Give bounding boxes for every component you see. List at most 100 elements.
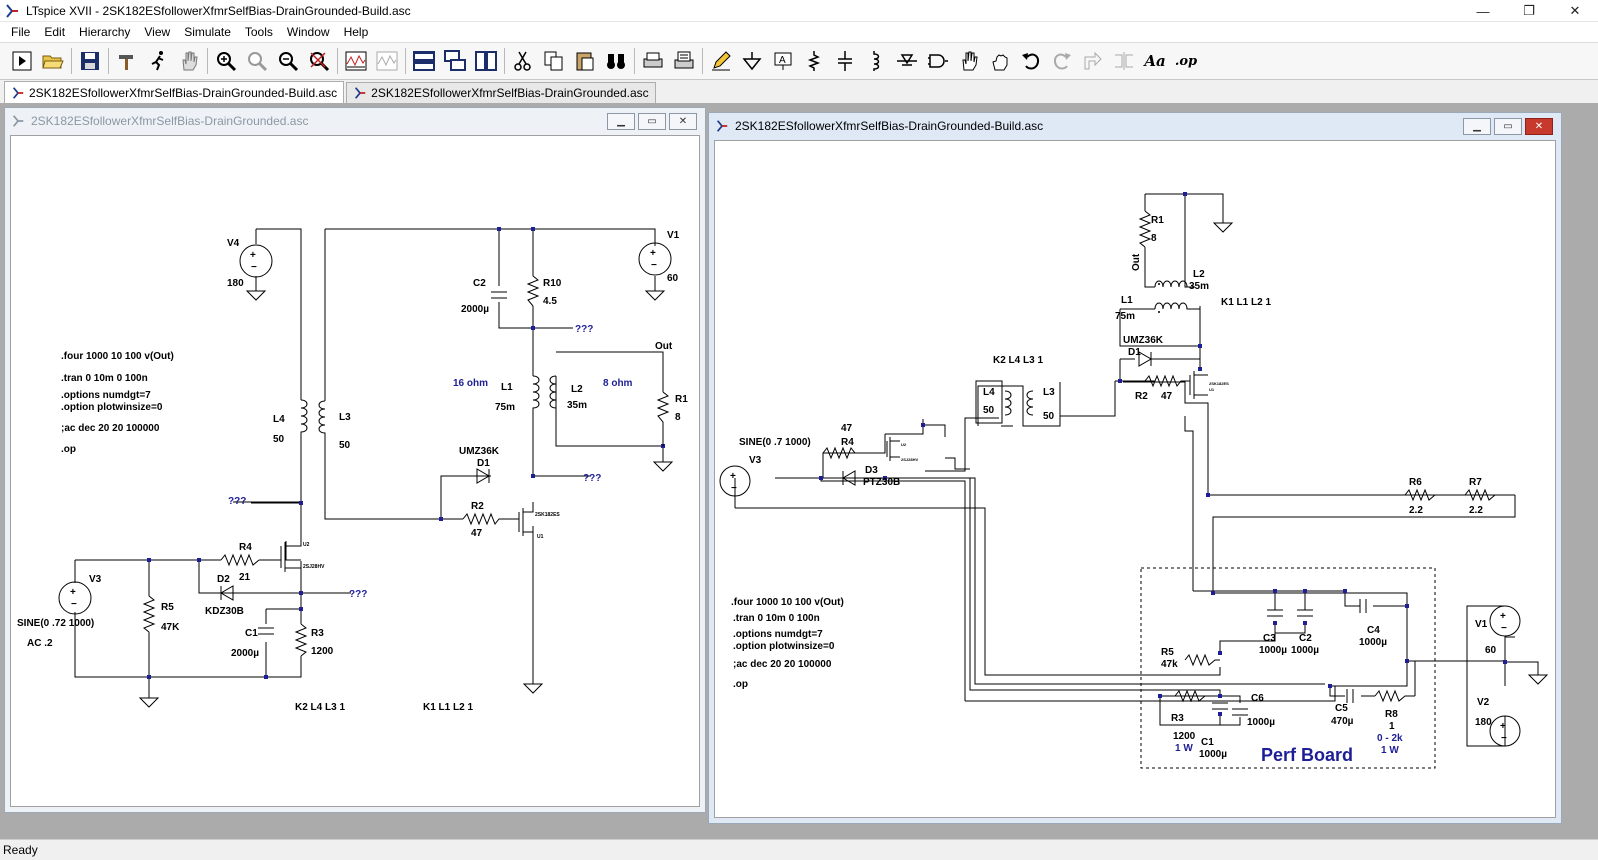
schematic-window-right[interactable]: 2SK182ESfollowerXfmrSelfBias-DrainGround… [708, 112, 1562, 824]
inductor-l1[interactable]: L1 75m [1115, 295, 1200, 322]
schematic-drawing-right[interactable]: R1 8 Out L2 35m L1 75m [715, 141, 1557, 819]
inductor-l2[interactable]: L2 35m [549, 375, 587, 411]
diode-d1[interactable]: UMZ36K D1 [459, 446, 500, 484]
resistor-r2[interactable]: R2 47 [1135, 374, 1190, 402]
diode-d2[interactable]: D2 KDZ30B [205, 574, 244, 617]
zoom-out-button[interactable] [274, 47, 302, 75]
tab-build-schematic[interactable]: 2SK182ESfollowerXfmrSelfBias-DrainGround… [4, 81, 345, 103]
capacitor-c1[interactable]: C1 1000µ [1199, 702, 1228, 760]
schematic-canvas[interactable]: R1 8 Out L2 35m L1 75m [714, 140, 1556, 818]
spice-directives[interactable]: .four 1000 10 100 v(Out) .tran 0 10m 0 1… [61, 351, 174, 455]
open-button[interactable] [39, 47, 67, 75]
halt-button[interactable] [175, 47, 203, 75]
capacitor-c3[interactable]: C3 1000µ [1259, 609, 1287, 656]
schematic-window-left[interactable]: 2SK182ESfollowerXfmrSelfBias-DrainGround… [4, 107, 706, 813]
capacitor-c6[interactable]: C6 1000µ [1232, 693, 1275, 728]
mdi-title-bar[interactable]: 2SK182ESfollowerXfmrSelfBias-DrainGround… [5, 108, 705, 134]
schematic-canvas[interactable]: +− V4 180 +− V1 60 +− V3 SINE(0 .72 1000 [10, 135, 700, 807]
voltage-source-v3[interactable]: +− SINE(0 .7 1000) V3 [719, 437, 811, 497]
capacitor-c1[interactable]: C1 2000µ [231, 627, 274, 659]
capacitor-c5[interactable]: C5 470µ [1331, 689, 1354, 727]
resistor-r1[interactable]: R1 8 [652, 391, 688, 472]
mdi-minimize-button[interactable]: ▁ [1463, 118, 1491, 135]
inductor-l3[interactable]: L3 50 [318, 400, 351, 451]
rotate-button[interactable] [1079, 47, 1107, 75]
tab-original-schematic[interactable]: 2SK182ESfollowerXfmrSelfBias-DrainGround… [346, 82, 656, 103]
mdi-title-bar[interactable]: 2SK182ESfollowerXfmrSelfBias-DrainGround… [709, 113, 1561, 139]
resistor-r1[interactable]: R1 8 Out [1131, 210, 1164, 271]
save-button[interactable] [76, 47, 104, 75]
mdi-maximize-button[interactable]: ▭ [638, 113, 666, 130]
zoom-fit-button[interactable] [305, 47, 333, 75]
ground-button[interactable] [738, 47, 766, 75]
resistor-r10[interactable]: R10 4.5 [526, 275, 562, 307]
capacitor-c2[interactable]: C2 2000µ [461, 278, 507, 315]
voltage-source-v2[interactable]: +− V2 180 [1475, 697, 1521, 747]
waveform-alt-button[interactable] [373, 47, 401, 75]
mirror-button[interactable] [1110, 47, 1138, 75]
resistor-r8[interactable]: R8 1 0 - 2k 1 W [1374, 689, 1415, 756]
copy-button[interactable] [540, 47, 568, 75]
inductor-l1[interactable]: L1 75m [495, 375, 540, 413]
voltage-source-v4[interactable]: +− V4 180 [227, 238, 273, 301]
jfet-u2[interactable]: U2 2SJ28HV [886, 437, 918, 462]
cascade-button[interactable] [441, 47, 469, 75]
control-panel-button[interactable] [113, 47, 141, 75]
mdi-close-button[interactable]: ✕ [1525, 118, 1553, 135]
menu-file[interactable]: File [11, 25, 31, 39]
component-button[interactable] [924, 47, 952, 75]
mdi-maximize-button[interactable]: ▭ [1494, 118, 1522, 135]
diode-button[interactable] [893, 47, 921, 75]
print-button[interactable] [639, 47, 667, 75]
resistor-r7[interactable]: R7 2.2 [1464, 477, 1496, 516]
voltage-source-v1[interactable]: +− V1 60 [1475, 605, 1521, 656]
restore-button[interactable]: ❐ [1523, 3, 1535, 18]
inductor-l3[interactable]: L3 50 [1026, 387, 1055, 422]
inductor-l2[interactable]: L2 35m [1154, 269, 1209, 292]
mdi-minimize-button[interactable]: ▁ [607, 113, 635, 130]
menu-hierarchy[interactable]: Hierarchy [79, 25, 131, 39]
drag-button[interactable] [986, 47, 1014, 75]
paste-button[interactable] [571, 47, 599, 75]
redo-button[interactable] [1048, 47, 1076, 75]
resistor-r4[interactable]: 47 R4 [822, 423, 885, 460]
close-button[interactable]: ✕ [1569, 3, 1581, 18]
tile-horizontal-button[interactable] [410, 47, 438, 75]
menu-view[interactable]: View [144, 25, 171, 39]
text-button[interactable]: Aa [1141, 47, 1169, 75]
jfet-u1[interactable]: 2SK182ES U1 [518, 502, 560, 546]
resistor-r3[interactable]: R3 1200 1 W [1171, 689, 1206, 754]
zoom-in-button[interactable] [212, 47, 240, 75]
resistor-r5[interactable]: R5 47k [1161, 647, 1220, 670]
print-setup-button[interactable] [670, 47, 698, 75]
schematic-drawing-left[interactable]: +− V4 180 +− V1 60 +− V3 SINE(0 .72 1000 [11, 136, 701, 808]
mdi-close-button[interactable]: ✕ [669, 113, 697, 130]
cut-button[interactable] [509, 47, 537, 75]
diode-d1[interactable]: UMZ36K D1 [1120, 335, 1200, 367]
resistor-r4[interactable]: R4 21 [220, 542, 260, 583]
new-schematic-button[interactable] [8, 47, 36, 75]
find-button[interactable] [602, 47, 630, 75]
pan-button[interactable] [243, 47, 271, 75]
menu-simulate[interactable]: Simulate [184, 25, 231, 39]
resistor-r6[interactable]: R6 2.2 [1404, 477, 1436, 516]
jfet-u2[interactable]: U2 2SJ28HV [280, 536, 325, 572]
resistor-r2[interactable]: R2 47 [462, 501, 503, 539]
label-net-button[interactable]: A [769, 47, 797, 75]
resistor-r3[interactable]: R3 1200 [294, 623, 334, 657]
inductor-l4[interactable]: L4 50 [975, 380, 1012, 424]
menu-tools[interactable]: Tools [244, 25, 273, 39]
minimize-button[interactable]: — [1476, 3, 1490, 19]
inductor-l4[interactable]: L4 50 [273, 399, 308, 445]
move-button[interactable] [955, 47, 983, 75]
waveform-button[interactable] [342, 47, 370, 75]
undo-button[interactable] [1017, 47, 1045, 75]
menu-edit[interactable]: Edit [44, 25, 66, 39]
diode-d3[interactable]: D3 PTZ30B [835, 465, 900, 488]
menu-window[interactable]: Window [286, 25, 330, 39]
run-button[interactable] [144, 47, 172, 75]
inductor-button[interactable] [862, 47, 890, 75]
menu-help[interactable]: Help [343, 25, 369, 39]
jfet-u1[interactable]: 2SK182ES U1 [1189, 371, 1229, 399]
capacitor-c2[interactable]: C2 1000µ [1291, 609, 1319, 656]
